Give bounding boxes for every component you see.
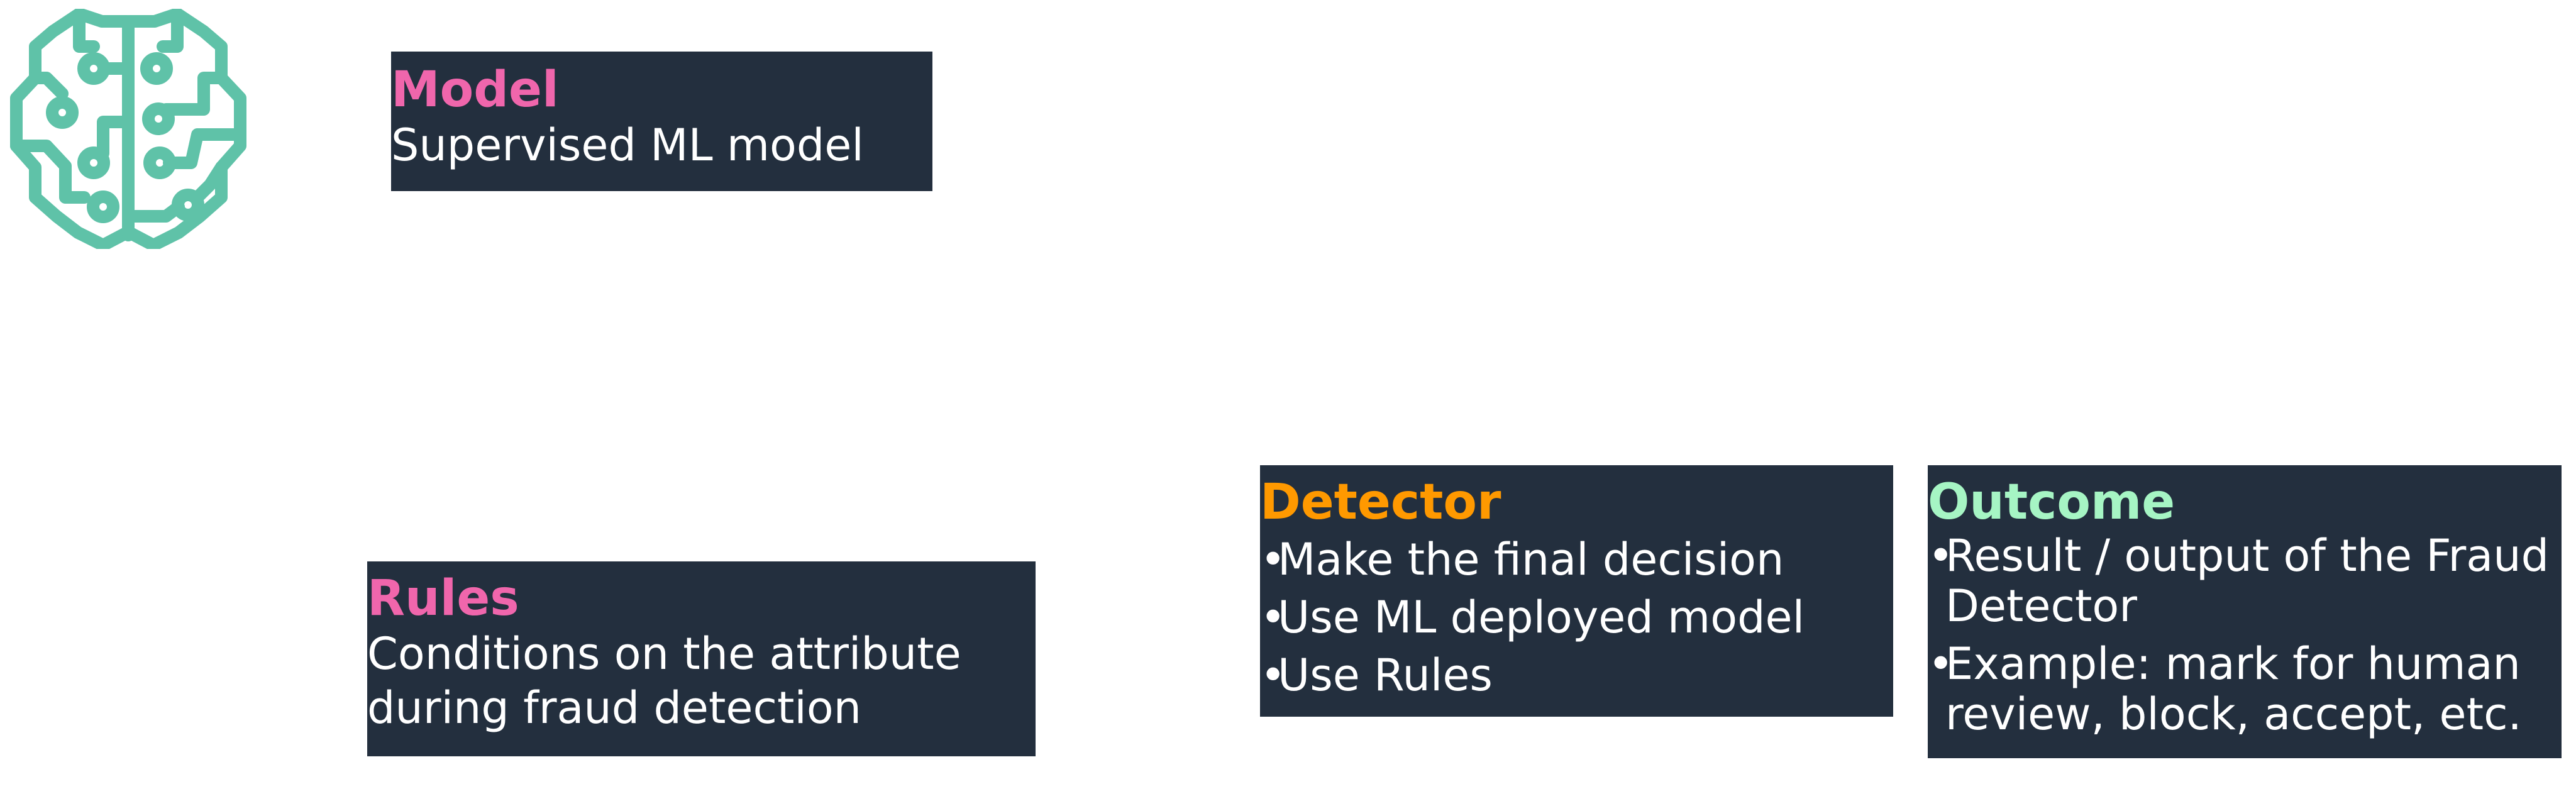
outcome-title: Outcome xyxy=(1928,474,2175,531)
brain-circuit-icon xyxy=(10,9,246,249)
detector-card: Detector Make the final decision Use ML … xyxy=(1260,465,1893,717)
outcome-bullet-list: Result / output of the Fraud Detector Ex… xyxy=(1928,531,2562,739)
outcome-bullet: Result / output of the Fraud Detector xyxy=(1928,531,2562,631)
outcome-bullet: Example: mark for human review, block, a… xyxy=(1928,639,2562,739)
rules-description-line-1: Conditions on the attribute xyxy=(367,628,961,680)
detector-bullet-list: Make the final decision Use ML deployed … xyxy=(1260,531,1893,704)
detector-title: Detector xyxy=(1260,474,1501,531)
detector-bullet: Make the final decision xyxy=(1260,531,1893,588)
rules-title: Rules xyxy=(367,570,519,627)
detector-bullet: Use Rules xyxy=(1260,646,1893,704)
detector-bullet: Use ML deployed model xyxy=(1260,588,1893,646)
model-title: Model xyxy=(391,62,559,118)
model-card: Model Supervised ML model xyxy=(391,52,932,191)
outcome-card: Outcome Result / output of the Fraud Det… xyxy=(1928,465,2562,758)
rules-description-line-2: during fraud detection xyxy=(367,682,862,734)
rules-card: Rules Conditions on the attribute during… xyxy=(367,561,1036,756)
model-description: Supervised ML model xyxy=(391,119,864,171)
